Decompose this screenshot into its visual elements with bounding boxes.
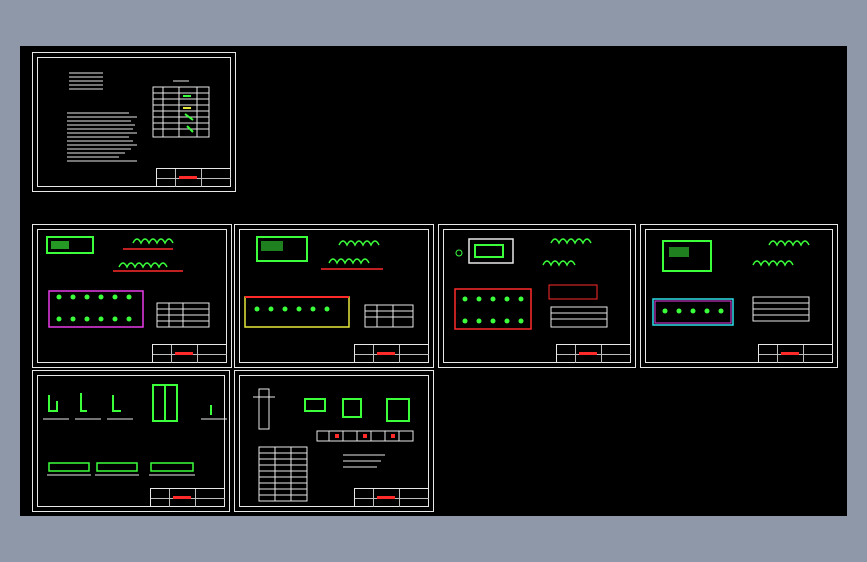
cover-notes-graphics — [67, 72, 210, 162]
title-block — [354, 344, 429, 363]
schedule-graphics — [253, 388, 414, 502]
sheet-details[interactable] — [32, 370, 230, 512]
title-block — [758, 344, 833, 363]
title-block — [156, 168, 231, 187]
details-graphics — [43, 384, 227, 476]
sheet-border — [37, 229, 227, 363]
plan-4-graphics — [652, 240, 810, 326]
sheet-border — [239, 375, 429, 507]
drawing-canvas[interactable] — [20, 46, 847, 516]
sheet-border — [443, 229, 631, 363]
sheet-border — [37, 375, 225, 507]
sheet-plan-3[interactable] — [438, 224, 636, 368]
sheet-cover-notes[interactable] — [32, 52, 236, 192]
title-block — [556, 344, 631, 363]
sheet-border — [37, 57, 231, 187]
sheet-border — [239, 229, 429, 363]
plan-3-graphics — [454, 238, 608, 330]
plan-2-graphics — [244, 236, 414, 328]
title-block — [354, 488, 429, 507]
title-block — [152, 344, 227, 363]
title-block — [150, 488, 225, 507]
sheet-plan-1[interactable] — [32, 224, 232, 368]
sheet-schedule[interactable] — [234, 370, 434, 512]
sheet-plan-4[interactable] — [640, 224, 838, 368]
sheet-plan-2[interactable] — [234, 224, 434, 368]
plan-1-graphics — [46, 236, 210, 328]
sheet-border — [645, 229, 833, 363]
